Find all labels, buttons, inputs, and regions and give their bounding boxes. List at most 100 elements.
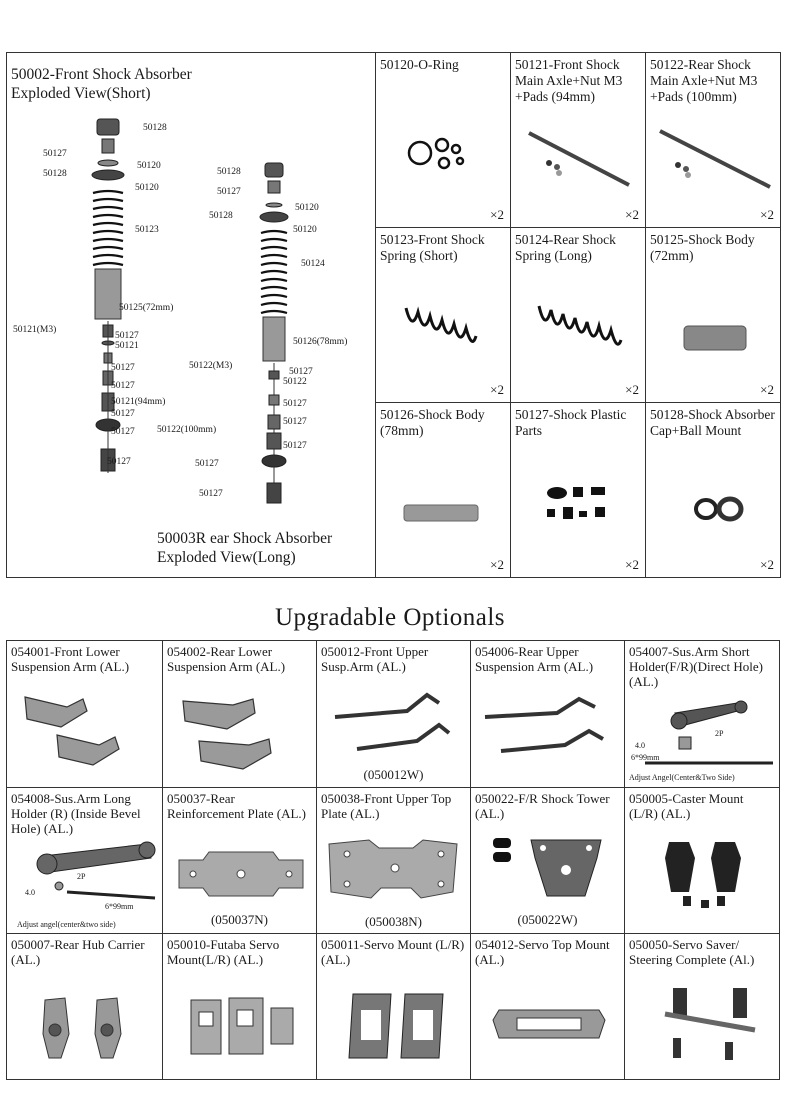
part-cell-shock-body-78: 50126-Shock Body (78mm) ×2 (375, 402, 511, 578)
optional-title: 054007-Sus.Arm Short Holder(F/R)(Direct … (629, 644, 763, 689)
rear-label: 50127 (283, 441, 307, 451)
front-label: 50127 (43, 149, 67, 159)
holder-angle: 4.0 (635, 741, 645, 750)
o-ring-image (407, 137, 465, 170)
rear-label: 50126(78mm) (293, 337, 348, 347)
part-cell-front-spring: 50123-Front Shock Spring (Short) ×2 (375, 227, 511, 403)
rear-label: 50127 (195, 459, 219, 469)
rear-label: 50127 (289, 367, 313, 377)
front-label: 50121(94mm) (111, 397, 166, 407)
optional-caption: (050038N) (364, 914, 423, 929)
part-quantity: ×2 (760, 382, 774, 397)
plastic-parts-image (547, 487, 605, 519)
front-upper-arm-image (334, 692, 451, 751)
upgrades-heading: Upgradable Optionals (274, 604, 506, 631)
upper-top-plate-image (328, 839, 458, 899)
optional-caption: Adjust Angel(Center&Two Side) (629, 773, 735, 782)
optional-cell: 050022-F/R Shock Tower (AL.) (050022W) (470, 787, 625, 934)
front-label: 50127 (107, 457, 131, 467)
rear-upper-arm-image (484, 696, 604, 753)
part-cell-rear-axle: 50122-Rear Shock Main Axle+Nut M3 +Pads … (645, 52, 781, 228)
rear-label: 50124 (301, 259, 325, 269)
rear-label: 50127 (283, 417, 307, 427)
shock-cap-image (694, 496, 744, 522)
part-title: 50128-Shock Absorber Cap+Ball Mount (650, 407, 775, 438)
holder-pair: 2P (715, 729, 724, 738)
part-cell-front-axle: 50121-Front Shock Main Axle+Nut M3 +Pads… (510, 52, 646, 228)
rear-exploded-title: 50003R ear Shock Absorber Exploded View(… (157, 530, 333, 566)
optional-cell: 050050-Servo Saver/ Steering Complete (A… (624, 933, 780, 1080)
rear-spring-image (537, 305, 623, 346)
part-cell-o-ring: 50120-O-Ring ×2 (375, 52, 511, 228)
part-quantity: ×2 (490, 557, 504, 572)
optional-title: 050007-Rear Hub Carrier (AL.) (11, 937, 145, 967)
part-title: 50123-Front Shock Spring (Short) (380, 232, 485, 263)
optional-cell: 054008-Sus.Arm Long Holder (R) (Inside B… (6, 787, 163, 934)
rear-plate-image (178, 851, 304, 897)
part-title: 50122-Rear Shock Main Axle+Nut M3 +Pads … (650, 57, 758, 104)
part-cell-plastic-parts: 50127-Shock Plastic Parts ×2 (510, 402, 646, 578)
part-cell-shock-body-72: 50125-Shock Body (72mm) ×2 (645, 227, 781, 403)
optional-title: 054012-Servo Top Mount (AL.) (475, 937, 610, 967)
part-quantity: ×2 (625, 557, 639, 572)
front-label: 50125(72mm) (119, 303, 174, 313)
optional-title: 050037-Rear Reinforcement Plate (AL.) (167, 791, 306, 821)
front-label: 50128 (143, 123, 167, 133)
optional-caption: (050022W) (517, 912, 578, 927)
optional-cell: 050038-Front Upper Top Plate (AL.) (0500… (316, 787, 471, 934)
rear-label: 50128 (217, 167, 241, 177)
front-label: 50127 (111, 363, 135, 373)
optional-cell: 054006-Rear Upper Suspension Arm (AL.) (470, 640, 625, 788)
optional-title: 050005-Caster Mount (L/R) (AL.) (629, 791, 744, 821)
rear-lower-arm-image (182, 698, 272, 770)
rear-label: 50122(100mm) (157, 425, 217, 435)
rear-hub-image (42, 997, 122, 1059)
optional-title: 050012-Front Upper Susp.Arm (AL.) (321, 644, 429, 674)
part-title: 50127-Shock Plastic Parts (515, 407, 627, 438)
optional-title: 054008-Sus.Arm Long Holder (R) (Inside B… (11, 791, 141, 836)
rear-axle-image (659, 129, 771, 189)
part-title: 50126-Shock Body (78mm) (380, 407, 485, 438)
front-label: 50127 (111, 381, 135, 391)
rear-label: 50128 (209, 211, 233, 221)
rear-label: 50127 (283, 399, 307, 409)
optional-caption: (050012W) (363, 767, 424, 782)
part-quantity: ×2 (625, 207, 639, 222)
shock-tower-image (493, 838, 602, 897)
optional-cell: 050011-Servo Mount (L/R) (AL.) (316, 933, 471, 1080)
optional-cell: 054012-Servo Top Mount (AL.) (470, 933, 625, 1080)
holder-pin-size: 6*99mm (631, 753, 660, 762)
rear-label: 50120 (293, 225, 317, 235)
front-axle-image (528, 131, 630, 187)
front-label: 50127 (111, 409, 135, 419)
rear-label: 50127 (217, 187, 241, 197)
holder-pin-size: 6*99mm (105, 902, 134, 911)
optional-title: 050011-Servo Mount (L/R) (AL.) (321, 937, 465, 967)
part-quantity: ×2 (760, 557, 774, 572)
part-title: 50121-Front Shock Main Axle+Nut M3 +Pads… (515, 57, 623, 104)
front-spring-image (404, 306, 478, 343)
optional-caption: (050037N) (210, 912, 269, 927)
optional-cell: 054001-Front Lower Suspension Arm (AL.) (6, 640, 163, 788)
part-title: 50124-Rear Shock Spring (Long) (515, 232, 616, 263)
holder-pair: 2P (77, 872, 86, 881)
part-quantity: ×2 (625, 382, 639, 397)
optional-caption: Adjust angel(center&two side) (17, 920, 116, 929)
front-label: 50123 (135, 225, 159, 235)
rear-label: 50122(M3) (189, 361, 233, 371)
front-exploded-title: 50002-Front Shock Absorber Exploded View… (11, 66, 192, 102)
long-holder-image (36, 841, 156, 900)
optional-title: 054001-Front Lower Suspension Arm (AL.) (11, 644, 130, 674)
exploded-view-panel: 50002-Front Shock Absorber Exploded View… (6, 52, 376, 578)
optional-cell: 054007-Sus.Arm Short Holder(F/R)(Direct … (624, 640, 780, 788)
front-shock-drawing (91, 118, 289, 504)
short-holder-image (645, 700, 773, 765)
part-cell-rear-spring: 50124-Rear Shock Spring (Long) ×2 (510, 227, 646, 403)
rear-label: 50122 (283, 377, 307, 387)
holder-angle: 4.0 (25, 888, 35, 897)
optional-title: 050010-Futaba Servo Mount(L/R) (AL.) (167, 937, 280, 967)
part-cell-shock-cap: 50128-Shock Absorber Cap+Ball Mount ×2 (645, 402, 781, 578)
shock-body-72-image (683, 325, 747, 351)
rear-label: 50127 (199, 489, 223, 499)
optional-title: 050022-F/R Shock Tower (AL.) (475, 791, 610, 821)
